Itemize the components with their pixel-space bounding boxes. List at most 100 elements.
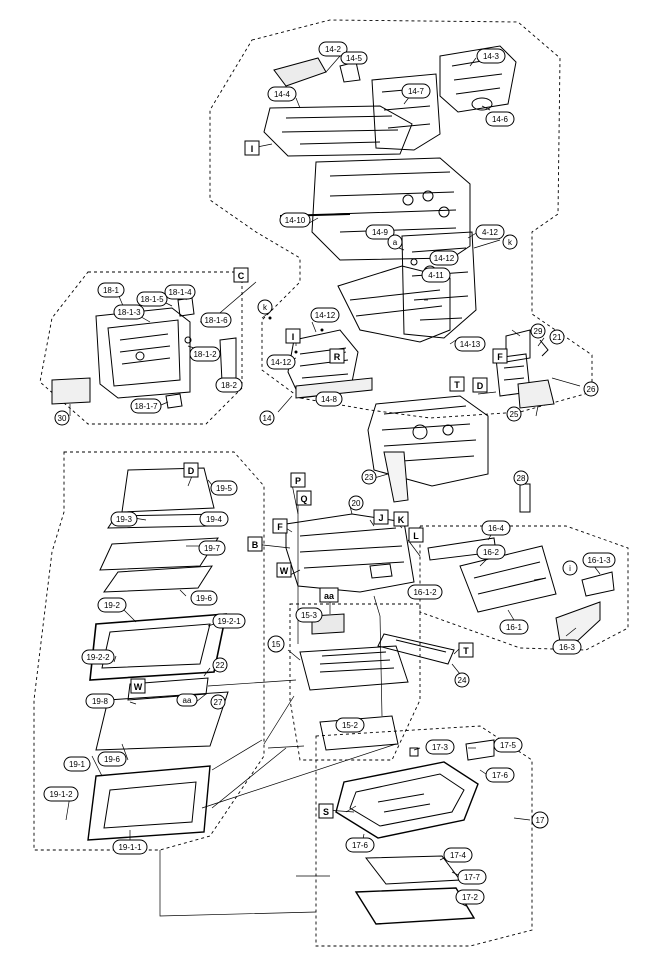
svg-text:aa: aa [324,591,335,601]
svg-text:19-6: 19-6 [196,594,213,603]
assembly-19-boundary [33,451,265,851]
svg-text:P: P [295,476,301,486]
svg-text:14-13: 14-13 [460,340,481,349]
callout: 30 [54,410,70,426]
callout: 28 [513,470,529,486]
callout: 16-1 [499,619,529,635]
svg-text:4-11: 4-11 [428,271,444,280]
part-20-main-board [285,483,531,593]
callout: 14-3 [476,48,506,64]
parts [51,45,615,925]
svg-text:I: I [292,332,295,342]
svg-text:17-2: 17-2 [462,893,479,902]
svg-text:19-7: 19-7 [204,544,221,553]
svg-text:D: D [477,381,484,391]
svg-text:14-7: 14-7 [408,87,425,96]
svg-text:17-4: 17-4 [450,851,467,860]
svg-text:15: 15 [272,640,281,649]
svg-text:16-3: 16-3 [559,643,576,652]
svg-text:14-9: 14-9 [372,228,389,237]
callout: 19-3 [110,511,138,527]
callout: 14-9 [365,224,395,240]
svg-text:4-12: 4-12 [482,228,499,237]
svg-text:30: 30 [58,414,67,423]
ref-letter: B [247,536,263,552]
callout: 16-1-3 [582,552,616,568]
callout: 18-2 [215,377,243,393]
callout: k [257,299,273,315]
assembly-15-boundary [289,603,421,761]
svg-text:25: 25 [510,410,519,419]
svg-text:14-12: 14-12 [271,358,292,367]
callout: 19-7 [198,540,226,556]
svg-text:19-5: 19-5 [216,484,233,493]
part-14-bottom-plate [287,329,373,399]
ref-letter: T [458,642,474,658]
svg-text:14-4: 14-4 [274,90,291,99]
callout: 16-2 [476,544,506,560]
svg-text:I: I [251,144,254,154]
part-14-main-body [337,231,477,343]
svg-text:24: 24 [458,676,467,685]
svg-text:17-7: 17-7 [464,873,481,882]
callout: 19-2-1 [212,613,246,629]
svg-text:Q: Q [300,494,307,504]
callout: 20 [348,495,364,511]
svg-text:T: T [454,380,460,390]
svg-text:19-2-2: 19-2-2 [86,653,110,662]
callout: aa [176,693,198,707]
svg-text:14-6: 14-6 [492,115,509,124]
group-boundaries [33,19,629,947]
ref-letter: L [408,527,424,543]
callout: 19-8 [85,693,115,709]
svg-text:14-12: 14-12 [434,254,455,263]
callout: 19-4 [199,511,229,527]
callout: 18-1-4 [164,284,196,300]
small-mark [268,316,324,354]
svg-text:19-2: 19-2 [104,601,121,610]
callout: 17-6 [485,767,515,783]
svg-text:18-2: 18-2 [221,381,238,390]
ref-letter: P [290,472,306,488]
callout: 18-1-5 [136,291,168,307]
svg-text:W: W [134,682,143,692]
callout: 15-3 [295,607,323,623]
callout: 14-13 [454,336,486,352]
svg-text:17-6: 17-6 [492,771,509,780]
svg-text:18-1-5: 18-1-5 [140,295,164,304]
svg-text:19-4: 19-4 [206,515,223,524]
callout: 15 [267,635,285,653]
svg-text:15-2: 15-2 [342,721,359,730]
svg-text:k: k [508,238,513,247]
svg-text:19-1: 19-1 [69,760,86,769]
callout: 14-10 [279,212,311,228]
svg-text:i: i [569,564,571,573]
callout: 29 [530,323,546,339]
part-14-inner-chassis [279,157,471,261]
callout: 4-12 [475,224,505,240]
svg-text:aa: aa [183,696,192,705]
svg-text:16-1-3: 16-1-3 [587,556,611,565]
svg-text:19-3: 19-3 [116,515,133,524]
callout: 17-6 [345,837,375,853]
ref-letter: T [449,376,465,392]
callout: 19-6 [97,751,127,767]
svg-text:14-12: 14-12 [315,311,336,320]
callout: 17-4 [443,847,473,863]
callout: a [387,234,403,250]
callout: 17 [531,811,549,829]
callout: 17-5 [493,737,523,753]
assembly-14-boundary [209,19,593,419]
svg-text:16-1-2: 16-1-2 [413,588,437,597]
svg-text:17-5: 17-5 [500,741,517,750]
callout: 14-12 [266,354,296,370]
ref-letter: J [373,509,389,525]
svg-text:R: R [334,352,341,362]
svg-text:14-10: 14-10 [285,216,306,225]
callout: 14-12 [310,307,340,323]
svg-text:19-6: 19-6 [104,755,121,764]
svg-text:L: L [413,531,419,541]
part-24-strip [377,633,455,665]
callout: 18-1-7 [130,398,162,414]
